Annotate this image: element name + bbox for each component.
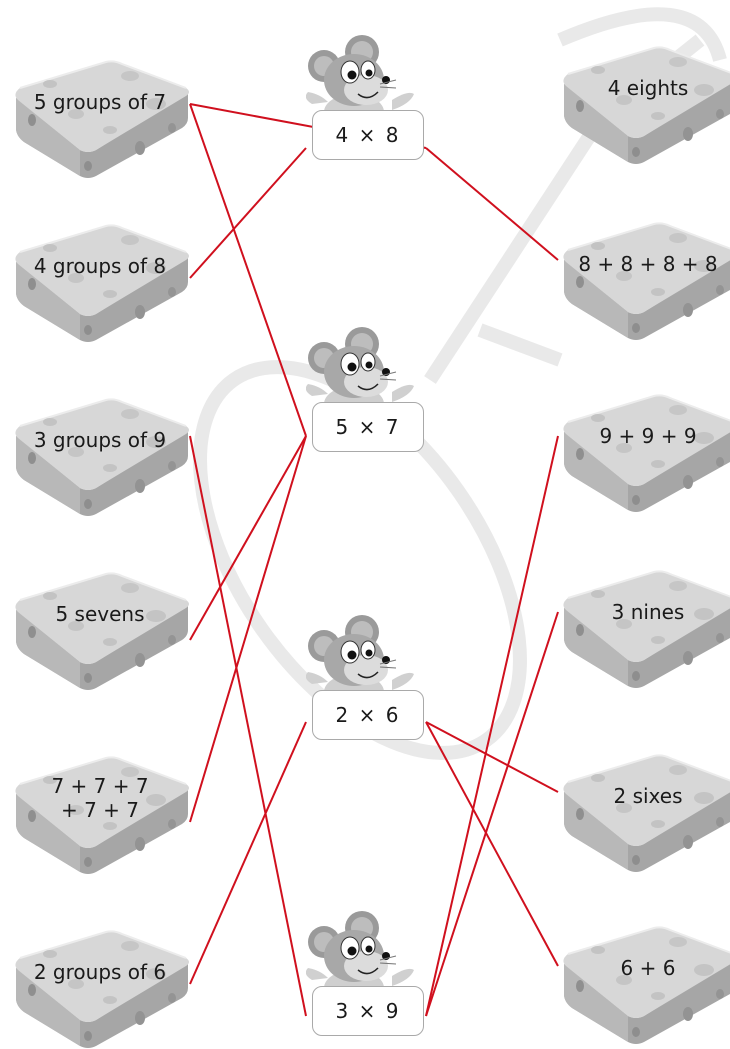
match-line-10	[426, 722, 558, 966]
match-line-12	[426, 612, 558, 1016]
cheese-card-right-1[interactable]: 4 eights	[558, 44, 730, 164]
cheese-card-right-6[interactable]: 6 + 6	[558, 924, 730, 1044]
cheese-card-left-3[interactable]: 3 groups of 9	[10, 396, 190, 516]
mouse-card-1[interactable]: 4 × 8	[306, 32, 426, 160]
mouse-expression-box: 2 × 6	[312, 690, 424, 740]
match-line-2	[426, 148, 558, 260]
mouse-card-4[interactable]: 3 × 9	[306, 908, 426, 1036]
cheese-card-right-4[interactable]: 3 nines	[558, 568, 730, 688]
cheese-label: 3 groups of 9	[10, 396, 190, 484]
mouse-card-3[interactable]: 2 × 6	[306, 612, 426, 740]
match-line-4	[190, 104, 306, 436]
mouse-card-2[interactable]: 5 × 7	[306, 324, 426, 452]
cheese-card-left-4[interactable]: 5 sevens	[10, 570, 190, 690]
cheese-label: 7 + 7 + 7 + 7 + 7	[10, 754, 190, 842]
match-line-6	[190, 436, 306, 822]
cheese-card-right-3[interactable]: 9 + 9 + 9	[558, 392, 730, 512]
cheese-card-left-2[interactable]: 4 groups of 8	[10, 222, 190, 342]
cheese-label: 4 eights	[558, 44, 730, 132]
cheese-label: 2 sixes	[558, 752, 730, 840]
cheese-label: 2 groups of 6	[10, 928, 190, 1016]
cheese-card-left-6[interactable]: 2 groups of 6	[10, 928, 190, 1048]
cheese-card-left-1[interactable]: 5 groups of 7	[10, 58, 190, 178]
match-line-7	[190, 436, 306, 1016]
cheese-label: 5 groups of 7	[10, 58, 190, 146]
cheese-label: 5 sevens	[10, 570, 190, 658]
cheese-card-left-5[interactable]: 7 + 7 + 7 + 7 + 7	[10, 754, 190, 874]
match-line-9	[426, 722, 558, 792]
cheese-label: 3 nines	[558, 568, 730, 656]
mouse-expression-box: 4 × 8	[312, 110, 424, 160]
match-line-3	[190, 148, 306, 278]
mouse-expression-box: 5 × 7	[312, 402, 424, 452]
cheese-label: 4 groups of 8	[10, 222, 190, 310]
match-line-11	[426, 436, 558, 1016]
cheese-label: 8 + 8 + 8 + 8	[558, 220, 730, 308]
cheese-card-right-2[interactable]: 8 + 8 + 8 + 8	[558, 220, 730, 340]
cheese-card-right-5[interactable]: 2 sixes	[558, 752, 730, 872]
mouse-expression-box: 3 × 9	[312, 986, 424, 1036]
cheese-label: 6 + 6	[558, 924, 730, 1012]
match-line-8	[190, 722, 306, 984]
cheese-label: 9 + 9 + 9	[558, 392, 730, 480]
match-line-5	[190, 436, 306, 640]
